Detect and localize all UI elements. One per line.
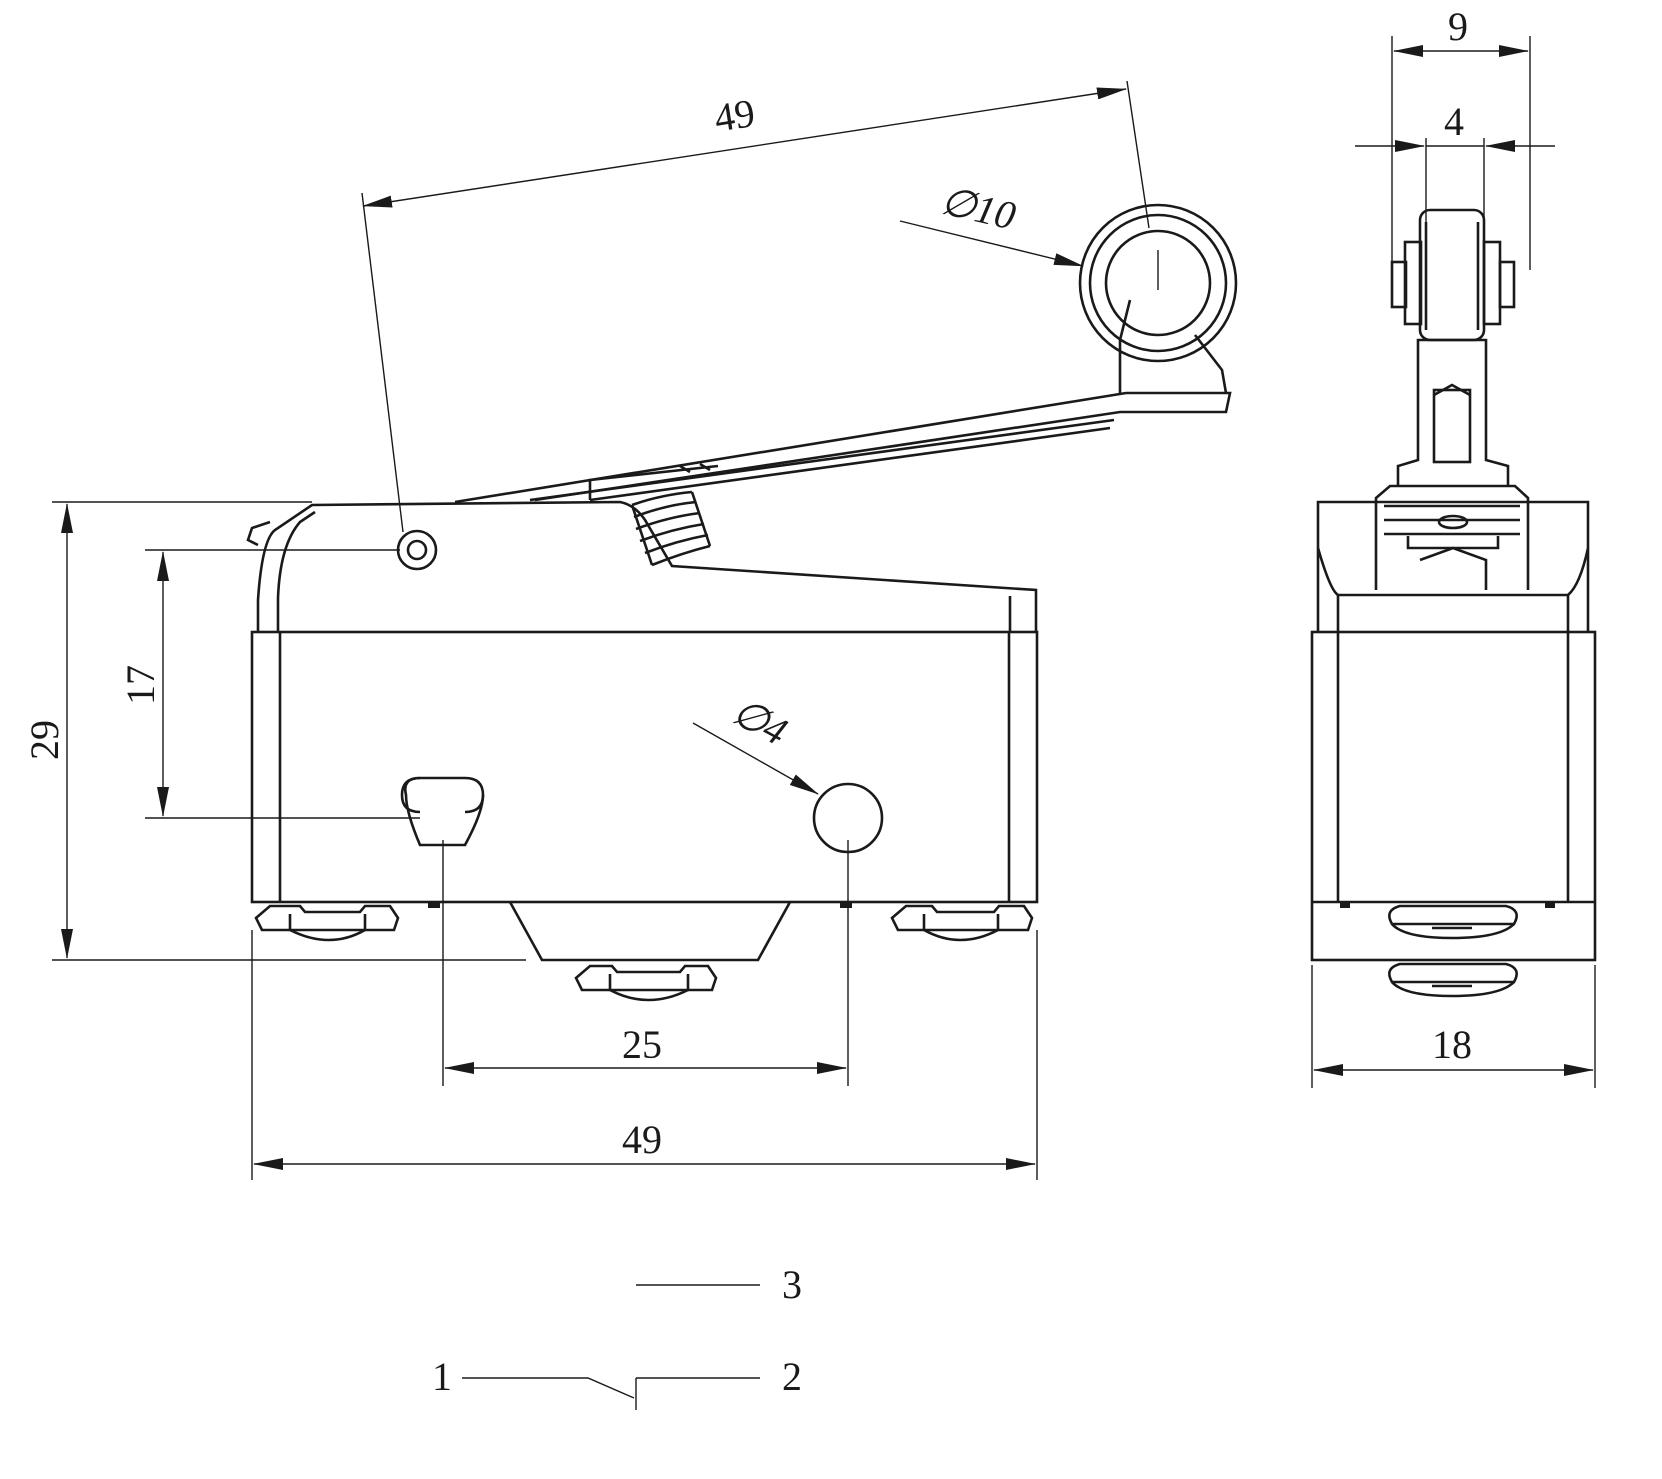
- dim-roller-width: 4: [1444, 99, 1464, 144]
- side-body: [1310, 630, 1597, 962]
- side-roller: [1418, 208, 1486, 342]
- side-dimensions: 9 4 18: [1311, 4, 1596, 1088]
- lever-spring: [631, 490, 711, 567]
- pivot-pin: [396, 529, 438, 571]
- dim-lever-length-line: [362, 87, 1127, 208]
- dim-body-width: 18: [1432, 1022, 1472, 1067]
- roller-wheel: [1078, 203, 1238, 363]
- terminal-screw-right: [890, 904, 1034, 942]
- side-screw-lower: [1388, 962, 1518, 998]
- roller-lever: [454, 299, 1232, 567]
- terminal-screw-left: [254, 904, 400, 942]
- side-screw-upper: [1388, 904, 1518, 940]
- terminal-2-label: 2: [782, 1354, 802, 1399]
- terminal-3-label: 3: [782, 1262, 802, 1307]
- terminal-screw-center: [574, 964, 718, 1002]
- bottom-recess: [508, 901, 792, 962]
- dim-hole-height: 17: [118, 665, 163, 705]
- dim-lever-length: 49: [711, 90, 757, 141]
- dim-hole-diameter: ∅4: [725, 689, 795, 754]
- side-view: [1310, 208, 1597, 998]
- switch-cap: [256, 500, 1038, 632]
- terminal-1-label: 1: [432, 1354, 452, 1399]
- schematic-common-line: [462, 1377, 635, 1399]
- dim-hole-spacing: 25: [622, 1022, 662, 1067]
- front-view: [246, 203, 1238, 1002]
- dim-roller-leader: [899, 220, 1084, 267]
- switch-body: [250, 630, 1039, 904]
- contact-schematic: 3 1 2: [432, 1262, 802, 1410]
- mount-hole-left: [400, 776, 485, 814]
- dim-assembly-width: 9: [1448, 4, 1468, 49]
- dim-body-length: 49: [622, 1117, 662, 1162]
- front-dimensions: 49 ∅10 29 17 ∅4 25 49: [22, 80, 1150, 1180]
- dim-height: 29: [22, 720, 67, 760]
- dim-hole-leader: [692, 722, 819, 795]
- dim-roller-diameter: ∅10: [937, 178, 1020, 239]
